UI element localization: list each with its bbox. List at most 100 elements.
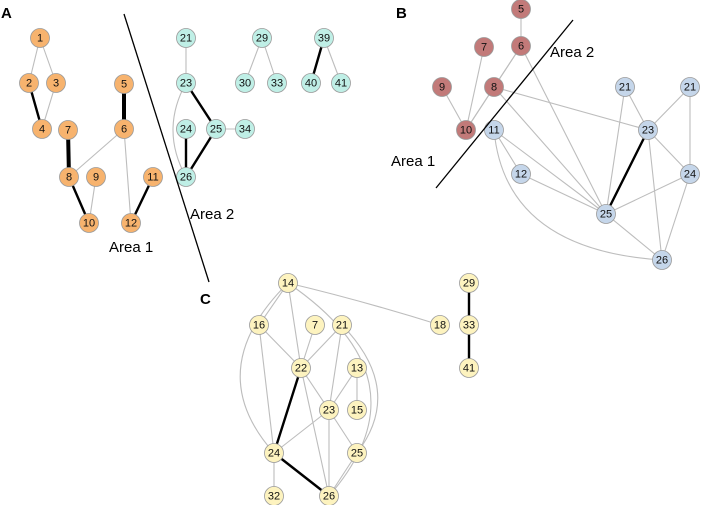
panel-c-edge-14-18 — [287, 282, 441, 326]
node-label: 6 — [518, 41, 524, 53]
node-label: 24 — [684, 169, 696, 181]
panel-b-node-21b: 21 — [680, 77, 700, 97]
node-label: 4 — [39, 124, 45, 136]
panel-c-node-15: 15 — [347, 400, 367, 420]
panel-b-node-11: 11 — [484, 120, 504, 140]
node-label: 21 — [180, 33, 192, 45]
panel-c-node-29: 29 — [459, 273, 479, 293]
panel-b-edge-7-10 — [465, 46, 485, 131]
node-circle — [114, 119, 134, 139]
panel-b-edge-23-26 — [647, 129, 663, 261]
node-label: 9 — [93, 172, 99, 184]
panel-b-node-8: 8 — [484, 77, 504, 97]
panel-c-node-13: 13 — [347, 358, 367, 378]
node-circle — [267, 73, 287, 93]
panel-c-node-18: 18 — [430, 315, 450, 335]
panel-a-node-5: 5 — [114, 74, 134, 94]
node-label: 10 — [460, 125, 472, 137]
panel-a-node-29: 29 — [252, 28, 272, 48]
panel-a-area1-label: Area 1 — [109, 239, 153, 256]
node-label: 12 — [125, 218, 137, 230]
node-label: 13 — [351, 363, 363, 375]
node-circle — [638, 120, 658, 140]
panel-c-node-22: 22 — [291, 358, 311, 378]
node-label: 14 — [282, 278, 294, 290]
panel-c-edge-21-23 — [328, 324, 343, 411]
node-label: 26 — [180, 172, 192, 184]
node-label: 33 — [463, 320, 475, 332]
panel-c-node-32: 32 — [264, 486, 284, 505]
panel-a-edge-6-12 — [123, 128, 132, 224]
node-label: 11 — [488, 125, 499, 137]
panel-label-a: A — [1, 5, 12, 22]
panel-c-node-24: 24 — [264, 443, 284, 463]
panel-c-edge-16-22 — [258, 324, 302, 369]
node-label: 25 — [351, 448, 363, 460]
panel-b-edge-11-25 — [493, 129, 607, 215]
node-label: 25 — [600, 209, 612, 221]
panel-b-node-23: 23 — [638, 120, 658, 140]
panel-c-edge-22-26 — [300, 367, 330, 497]
panel-a-node-24: 24 — [176, 119, 196, 139]
node-circle — [347, 443, 367, 463]
panel-c-edge-21-22 — [300, 324, 343, 369]
node-label: 11 — [147, 172, 158, 184]
panel-b-node-12: 12 — [511, 164, 531, 184]
node-circle — [305, 315, 325, 335]
panel-b-edge-23-24 — [647, 129, 691, 175]
node-circle — [58, 120, 78, 140]
panel-a-edge-6-8 — [68, 128, 125, 178]
node-circle — [176, 28, 196, 48]
panel-a-node-1: 1 — [30, 28, 50, 48]
node-circle — [235, 73, 255, 93]
panel-a-node-21: 21 — [176, 28, 196, 48]
node-label: 18 — [434, 320, 446, 332]
panel-b-area1-label: Area 1 — [391, 153, 435, 170]
panel-a-node-8: 8 — [59, 167, 79, 187]
node-circle — [30, 28, 50, 48]
panel-b-edge-8-23 — [493, 86, 649, 131]
node-label: 6 — [121, 124, 127, 136]
panel-a-node-41: 41 — [331, 73, 351, 93]
node-label: 5 — [121, 79, 127, 91]
panel-b-area-divider — [435, 19, 574, 189]
node-label: 40 — [305, 78, 317, 90]
node-label: 33 — [271, 78, 283, 90]
node-label: 12 — [515, 169, 527, 181]
node-label: 8 — [66, 172, 72, 184]
panel-a-node-23: 23 — [176, 73, 196, 93]
node-label: 25 — [210, 124, 222, 136]
node-circle — [249, 315, 269, 335]
panel-c-node-14: 14 — [278, 273, 298, 293]
panel-a-node-30: 30 — [235, 73, 255, 93]
node-circle — [46, 73, 66, 93]
node-label: 7 — [481, 42, 487, 54]
node-circle — [176, 119, 196, 139]
panel-c-node-16: 16 — [249, 315, 269, 335]
node-circle — [511, 164, 531, 184]
panel-c-edge-14-24 — [239, 282, 289, 454]
node-circle — [347, 358, 367, 378]
panel-a-node-12: 12 — [121, 213, 141, 233]
node-circle — [652, 250, 672, 270]
node-circle — [511, 36, 531, 56]
node-circle — [319, 486, 339, 505]
panel-a-edge-23-26 — [172, 82, 187, 178]
node-circle — [264, 486, 284, 505]
node-circle — [331, 73, 351, 93]
panel-c-node-23: 23 — [319, 400, 339, 420]
node-circle — [459, 273, 479, 293]
node-label: 26 — [656, 255, 668, 267]
node-label: 29 — [463, 278, 475, 290]
node-label: 21 — [336, 320, 348, 332]
node-circle — [301, 73, 321, 93]
node-circle — [347, 400, 367, 420]
panel-a-node-40: 40 — [301, 73, 321, 93]
panel-a-node-25: 25 — [206, 119, 226, 139]
node-label: 15 — [351, 405, 363, 417]
panel-b-edge-11-26 — [493, 129, 663, 261]
node-circle — [206, 119, 226, 139]
panel-c-node-33: 33 — [459, 315, 479, 335]
node-circle — [291, 358, 311, 378]
